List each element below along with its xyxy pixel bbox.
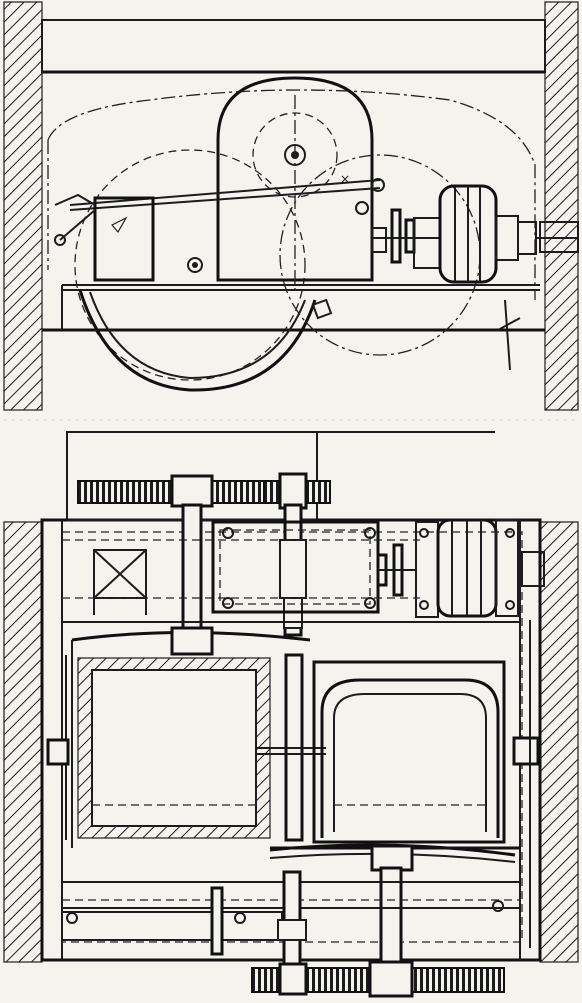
- left-cabinet: [93, 196, 155, 282]
- left-wall-bottom: [3, 521, 43, 963]
- left-drum: [65, 626, 311, 848]
- ceiling-beam: [41, 19, 546, 73]
- right-wall-top: [544, 1, 579, 411]
- left-shaft: [181, 503, 203, 637]
- motor-coupling: [371, 227, 387, 253]
- plan-view: [3, 431, 579, 998]
- gear-housing: [216, 76, 374, 282]
- swing-envelope: [47, 89, 536, 300]
- elevation-view: ×: [3, 1, 579, 411]
- right-wall-bottom: [539, 521, 579, 963]
- svg-text:×: ×: [340, 172, 350, 186]
- drum-outline: [74, 149, 306, 381]
- left-wall-top: [3, 1, 43, 411]
